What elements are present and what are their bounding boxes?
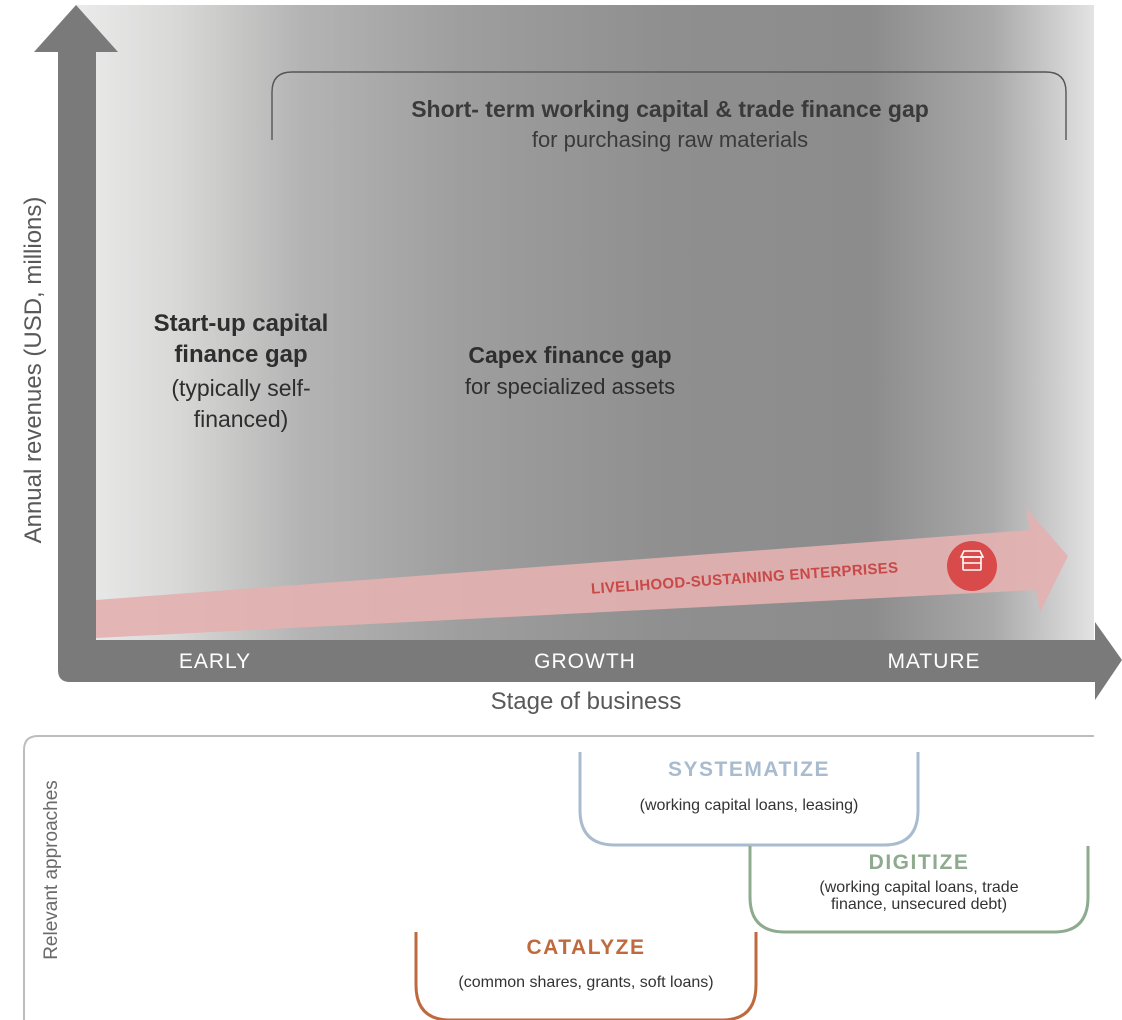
catalyze-title: CATALYZE	[526, 936, 646, 959]
digitize-detail-line2: finance, unsecured debt)	[830, 896, 1008, 913]
x-axis-label: Stage of business	[490, 688, 682, 715]
working-capital-gap-subtitle: for purchasing raw materials	[531, 127, 809, 152]
capex-gap-title: Capex finance gap	[468, 342, 672, 368]
digitize-title: DIGITIZE	[868, 851, 970, 874]
stage-growth-label: GROWTH	[534, 650, 636, 673]
x-axis-arrow	[58, 622, 1122, 700]
digitize-bracket	[748, 846, 1090, 934]
systematize-title: SYSTEMATIZE	[668, 758, 830, 781]
working-capital-bracket	[271, 71, 1067, 140]
working-capital-gap-title: Short- term working capital & trade fina…	[411, 96, 929, 122]
systematize-bracket	[578, 752, 920, 847]
catalyze-detail: (common shares, grants, soft loans)	[458, 974, 714, 991]
startup-gap-note-line1: (typically self-	[171, 375, 311, 401]
stage-early-label: EARLY	[178, 650, 252, 673]
storefront-icon	[947, 541, 997, 591]
y-axis-arrow	[34, 5, 118, 640]
stage-mature-label: MATURE	[887, 650, 981, 673]
systematize-detail: (working capital loans, leasing)	[639, 797, 859, 814]
startup-gap-title-line2: finance gap	[174, 341, 308, 368]
approaches-frame	[23, 735, 1094, 1020]
enterprise-arrow	[96, 508, 1068, 638]
startup-gap-note-line2: financed)	[193, 406, 289, 432]
startup-gap-title-line1: Start-up capital	[153, 310, 329, 337]
capex-gap-subtitle: for specialized assets	[464, 374, 676, 399]
digitize-detail-line1: (working capital loans, trade	[819, 879, 1019, 896]
catalyze-bracket	[414, 932, 758, 1020]
digitize-detail: (working capital loans, trade finance, u…	[760, 879, 1078, 913]
